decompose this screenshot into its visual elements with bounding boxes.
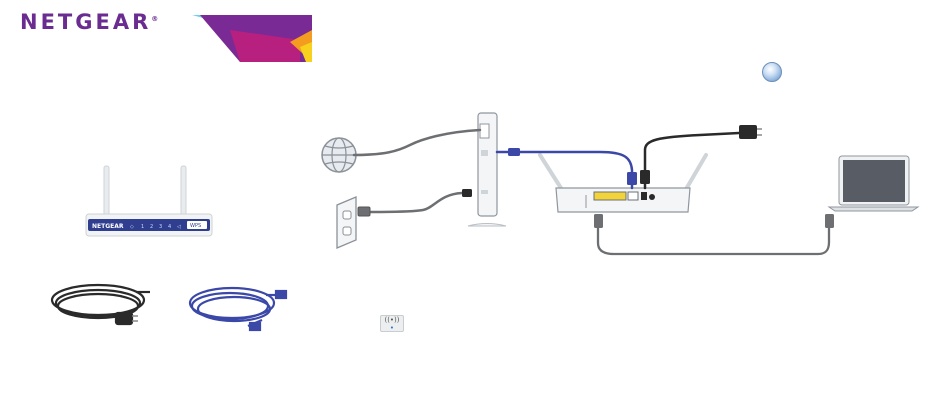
wps-front-label: WPS: [190, 223, 201, 229]
ethernet-plug-router-lan: [594, 214, 603, 228]
router-back: [540, 155, 706, 212]
wall-outlet-icon: [337, 197, 356, 248]
led-internet: ◇: [130, 224, 134, 230]
ethernet-router-laptop: [598, 226, 829, 254]
ethernet-plug-router: [627, 172, 637, 185]
brand-graphic: [192, 15, 312, 62]
phone-cable: [354, 130, 480, 155]
power-adapter-icon: [739, 125, 762, 139]
led-power: ⚡: [119, 224, 123, 230]
wps-button-glyph: ((•)): [384, 316, 399, 324]
compass-icon: [762, 62, 782, 82]
ethernet-cable-coil: [190, 288, 286, 330]
ethernet-plug-laptop: [825, 214, 834, 228]
router-power-plug: [640, 170, 650, 184]
ethernet-modem-router: [497, 152, 632, 188]
led-wireless: ◁: [177, 224, 181, 230]
globe-icon: [322, 138, 356, 172]
led-lan-3: 3: [159, 224, 162, 230]
led-lan-1: 1: [141, 224, 144, 230]
modem-power-cable: [370, 193, 462, 212]
led-lan-4: 4: [168, 224, 171, 230]
wps-button-icon: ((•)) •: [380, 315, 404, 332]
modem-power-jack: [462, 189, 472, 197]
wps-button-dot: •: [381, 325, 403, 331]
ethernet-plug-modem: [508, 148, 520, 156]
laptop-icon: [829, 156, 918, 211]
led-lan-2: 2: [150, 224, 153, 230]
power-adapter-coil: [52, 285, 150, 324]
router-front: NETGEAR ⚡ ◇ 1 2 3 4 ◁ WPS: [86, 166, 212, 236]
modem-power-plug: [358, 207, 370, 216]
